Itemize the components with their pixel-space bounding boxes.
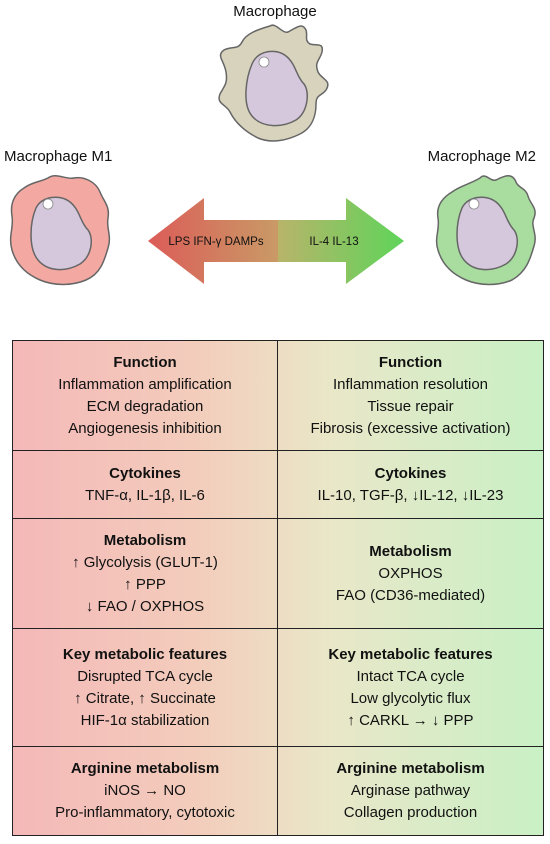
cell-heading: Metabolism	[103, 531, 187, 549]
macrophage-nucleus	[245, 50, 309, 127]
m2-stimuli-text: IL-4 IL-13	[309, 236, 358, 248]
m1-nucleus	[30, 196, 93, 271]
cell-line: IL-10, TGF-β, ↓IL-12, ↓IL-23	[317, 486, 504, 504]
cell-line: Pro-inflammatory, cytotoxic	[55, 803, 235, 821]
cell-line: Collagen production	[343, 803, 478, 821]
cell-line: ↑ CARKL → ↓ PPP	[347, 711, 474, 729]
macrophage-m1-label: Macrophage M1	[4, 148, 113, 165]
cell-line: Inflammation resolution	[332, 375, 489, 393]
cell-line: Inflammation amplification	[58, 375, 232, 393]
macrophage-m2-label: Macrophage M2	[427, 148, 536, 165]
cell-line: Low glycolytic flux	[350, 689, 471, 707]
m2-arrow	[278, 198, 404, 284]
cell-line: Arginase pathway	[350, 781, 471, 799]
cell-line: ↑ Glycolysis (GLUT-1)	[72, 553, 218, 571]
m1-stimuli-text: LPS IFN-γ DAMPs	[168, 236, 263, 248]
cell-heading: Arginine metabolism	[70, 759, 220, 777]
table-row: Arginine metabolism iNOS → NO Pro-inflamma…	[13, 747, 543, 834]
macrophage-m2-cell-icon	[435, 175, 536, 286]
cell-heading: Function	[113, 353, 177, 371]
cell-line: Intact TCA cycle	[356, 667, 465, 685]
macrophage-nucleolus	[258, 56, 270, 68]
cell-heading: Key metabolic features	[328, 645, 493, 663]
m2-nucleus	[456, 196, 519, 271]
cell-line: FAO (CD36-mediated)	[335, 586, 486, 604]
cell-heading: Cytokines	[109, 464, 181, 482]
cell-line: Disrupted TCA cycle	[77, 667, 213, 685]
cell-line: Angiogenesis inhibition	[68, 419, 222, 437]
m1-arrow	[148, 198, 278, 284]
macrophage-m1-cell-icon	[9, 175, 111, 286]
cell-line: OXPHOS	[378, 564, 443, 582]
cell-heading: Cytokines	[374, 464, 447, 482]
cell-heading: Key metabolic features	[62, 645, 228, 663]
cell-line: ↓ FAO / OXPHOS	[85, 597, 205, 615]
cell-line: TNF-α, IL-1β, IL-6	[85, 486, 205, 504]
cell-line: ECM degradation	[86, 397, 204, 415]
cell-line: Fibrosis (excessive activation)	[310, 419, 511, 437]
m1-cell: Arginine metabolism iNOS → NO Pro-inflamma…	[13, 747, 277, 834]
cell-line: Tissue repair	[367, 397, 454, 415]
cell-line: iNOS → NO	[104, 781, 186, 799]
cell-line: ↑ Citrate, ↑ Succinate	[74, 689, 216, 707]
cell-heading: Function	[378, 353, 443, 371]
table-row: Metabolism ↑ Glycolysis (GLUT-1) ↑ PPP ↓ FA…	[13, 519, 543, 629]
cell-line: ↑ PPP	[124, 575, 166, 593]
m1-cell: Metabolism ↑ Glycolysis (GLUT-1) ↑ PPP ↓ FA…	[13, 519, 277, 628]
cell-line: HIF-1α stabilization	[80, 711, 210, 729]
column-divider	[277, 341, 278, 835]
cell-heading: Metabolism	[369, 542, 452, 560]
m1-nucleolus	[42, 198, 54, 210]
polarization-arrows: LPS IFN-γ DAMPs IL-4 IL-13	[148, 198, 404, 284]
m2-nucleolus	[468, 198, 480, 210]
cell-heading: Arginine metabolism	[336, 759, 485, 777]
macrophage-label: Macrophage	[233, 3, 317, 20]
macrophage-cell-icon	[218, 24, 329, 142]
